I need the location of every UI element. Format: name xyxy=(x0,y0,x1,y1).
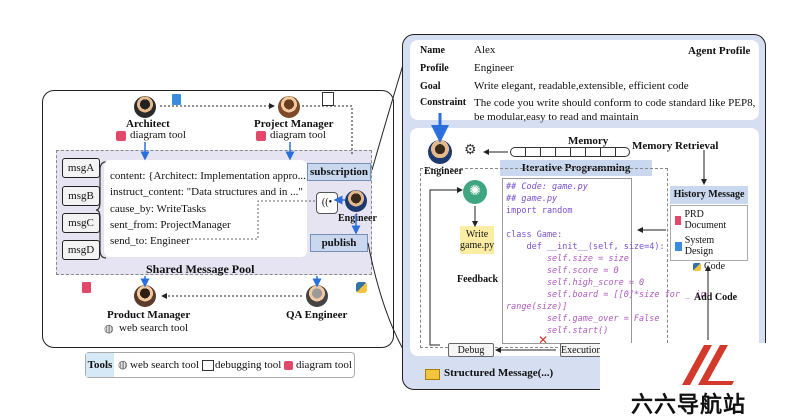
code-line: ## game.py xyxy=(506,194,558,204)
profile-key-constraint: Constraint xyxy=(420,97,467,108)
feedback-label: Feedback xyxy=(457,274,499,285)
write-label: Write game.py xyxy=(460,229,495,251)
msg-b: msgB xyxy=(62,186,100,206)
project-manager-name: Project Manager xyxy=(254,118,334,130)
debug-icon xyxy=(202,360,214,371)
python-icon xyxy=(693,262,701,271)
memory-label: Memory xyxy=(568,135,609,147)
profile-value-constraint: The code you write should conform to cod… xyxy=(474,97,756,123)
agent-profile-card xyxy=(410,40,759,120)
history-item-code: Code xyxy=(675,261,743,272)
tools-label: Tools xyxy=(86,353,114,377)
structured-message-label: Structured Message(...) xyxy=(444,367,554,379)
product-manager-avatar xyxy=(134,285,156,307)
project-manager-avatar xyxy=(278,96,300,118)
msg-d: msgD xyxy=(62,240,100,260)
field-send-to: send_to: Engineer xyxy=(110,235,190,247)
qa-engineer-avatar xyxy=(306,285,328,307)
history-box: PRD Document System Design Code xyxy=(670,205,748,272)
memory-bar xyxy=(510,147,630,157)
architect-tool: diagram tool xyxy=(130,129,186,141)
diagram-icon xyxy=(284,361,293,370)
publish-box: publish xyxy=(310,234,368,252)
cross-icon: ✕ xyxy=(538,333,549,347)
tools-legend xyxy=(85,352,355,378)
profile-value-goal: Write elegant, readable,extensible, effi… xyxy=(474,80,689,92)
msg-c: msgC xyxy=(62,213,100,233)
history-title: History Message xyxy=(670,186,748,204)
message-detail-card xyxy=(104,160,307,257)
memory-retrieval-label: Memory Retrieval xyxy=(632,140,719,152)
debug-box: Debug xyxy=(448,343,494,357)
watermark-text: 六六导航站 xyxy=(631,393,747,418)
profile-key-name: Name xyxy=(420,45,445,56)
pool-label: Shared Message Pool xyxy=(146,262,255,276)
tool-debugging: debugging tool xyxy=(215,359,282,371)
code-block: ## Code: game.py ## game.py import rando… xyxy=(502,178,706,344)
code-line: self.score = 0 xyxy=(506,266,619,276)
history-item-label: System Design xyxy=(684,235,715,257)
project-manager-tool: diagram tool xyxy=(270,129,326,141)
write-note: Write game.py xyxy=(460,226,494,254)
product-manager-name: Product Manager xyxy=(107,309,191,321)
engineer-label-left: Engineer xyxy=(338,213,377,224)
document-icon xyxy=(675,241,682,251)
globe-icon: ◍ xyxy=(118,359,128,371)
history-item-design: System Design xyxy=(675,235,743,257)
profile-value-profile: Engineer xyxy=(474,62,514,74)
profile-value-name: Alex xyxy=(474,44,496,56)
tool-diagram: diagram tool xyxy=(296,359,352,371)
history-item-prd: PRD Document xyxy=(675,209,743,231)
code-line: self.start() xyxy=(506,326,609,336)
iterative-frame xyxy=(420,168,668,348)
left-panel xyxy=(42,90,394,348)
history-item-label: PRD Document xyxy=(684,209,727,231)
msg-a: msgA xyxy=(62,158,100,178)
code-line: range(size)] xyxy=(506,302,568,312)
pdf-icon xyxy=(82,282,91,293)
chatgpt-icon: ✺ xyxy=(463,180,487,204)
engineer-label-right: Engineer xyxy=(424,166,463,177)
field-content: content: {Architect: Implementation appr… xyxy=(110,170,312,182)
history-item-label: Code xyxy=(704,261,726,272)
code-line: class Game: xyxy=(506,230,563,240)
code-line: import random xyxy=(506,206,573,216)
field-instruct: instruct_content: "Data structures and i… xyxy=(110,186,303,198)
subscription-box: subscription xyxy=(307,163,371,181)
diagram-icon xyxy=(116,131,126,141)
brain-icon: ⚙ xyxy=(464,143,477,158)
globe-icon: ◍ xyxy=(104,323,114,335)
architect-avatar xyxy=(134,96,156,118)
python-icon xyxy=(356,282,367,293)
code-line: self.size = size xyxy=(506,254,629,264)
engineer-avatar-small xyxy=(345,190,367,212)
qa-engineer-name: QA Engineer xyxy=(286,309,348,321)
engineer-avatar xyxy=(428,140,452,164)
envelope-icon xyxy=(425,369,440,380)
profile-key-profile: Profile xyxy=(420,63,449,74)
architect-name: Architect xyxy=(126,118,170,130)
diagram-icon xyxy=(256,131,266,141)
product-manager-tool: web search tool xyxy=(119,322,189,334)
profile-title: Agent Profile xyxy=(688,45,751,57)
message-brace xyxy=(95,161,107,259)
add-code-label: Add Code xyxy=(694,292,738,303)
field-sent-from: sent_from: ProjectManager xyxy=(110,219,231,231)
profile-key-goal: Goal xyxy=(420,81,441,92)
watermark-logo xyxy=(682,345,734,385)
pdf-icon xyxy=(675,215,682,225)
field-cause-by: cause_by: WriteTasks xyxy=(110,203,207,215)
document-icon xyxy=(172,94,181,105)
tool-web-search: web search tool xyxy=(130,359,200,371)
code-line: ## Code: game.py xyxy=(506,182,588,192)
